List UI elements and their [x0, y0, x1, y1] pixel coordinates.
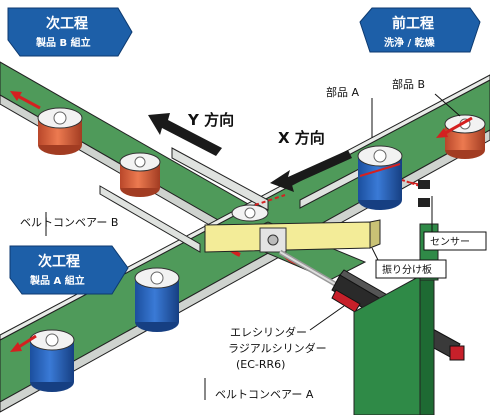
- y-direction-arrow: [148, 113, 222, 156]
- callout-part-b: 部品 B: [392, 77, 461, 117]
- badge-title: 次工程: [46, 15, 88, 32]
- badge-sub: 製品 B 組立: [35, 36, 91, 49]
- part-b-label: 部品 B: [392, 77, 425, 91]
- badge-title: 次工程: [38, 253, 80, 270]
- badge-sub: 製品 A 組立: [29, 274, 85, 287]
- cylinder-label-line2: ラジアルシリンダー: [228, 341, 327, 355]
- badge-sub: 洗浄 / 乾燥: [384, 36, 436, 49]
- badge-title: 前工程: [392, 15, 434, 32]
- belt-b-label: ベルトコンベアー B: [20, 216, 118, 229]
- belt-a-label: ベルトコンベアー A: [215, 388, 314, 401]
- diverter-plate: [204, 219, 381, 253]
- support-frame: [353, 223, 439, 415]
- x-direction-label: X 方向: [278, 129, 325, 147]
- y-direction-label: Y 方向: [187, 111, 234, 129]
- cylinder-label-line1: エレシリンダー: [230, 325, 307, 339]
- part-a-label: 部品 A: [326, 85, 359, 99]
- part-a: [29, 145, 403, 392]
- badge-next-process-b: 次工程 製品 B 組立: [7, 7, 133, 57]
- cylinder-label-line3: (EC-RR6): [236, 358, 285, 371]
- callout-part-a: 部品 A: [326, 85, 373, 138]
- callout-belt-a: ベルトコンベアー A: [204, 378, 314, 401]
- callout-sensor: センサー: [423, 196, 487, 251]
- callout-diverter: 振り分け板: [371, 247, 447, 279]
- x-direction-arrow: [270, 150, 352, 192]
- badge-next-process-a: 次工程 製品 A 組立: [9, 245, 129, 295]
- callout-belt-b: ベルトコンベアー B: [20, 212, 118, 236]
- part-b: [37, 107, 486, 197]
- badge-prev-process: 前工程 洗浄 / 乾燥: [359, 7, 481, 53]
- diverter-label: 振り分け板: [382, 263, 432, 276]
- sensor: [407, 180, 430, 207]
- callout-cylinder: エレシリンダー ラジアルシリンダー (EC-RR6): [228, 305, 345, 371]
- sensor-label: センサー: [430, 236, 470, 248]
